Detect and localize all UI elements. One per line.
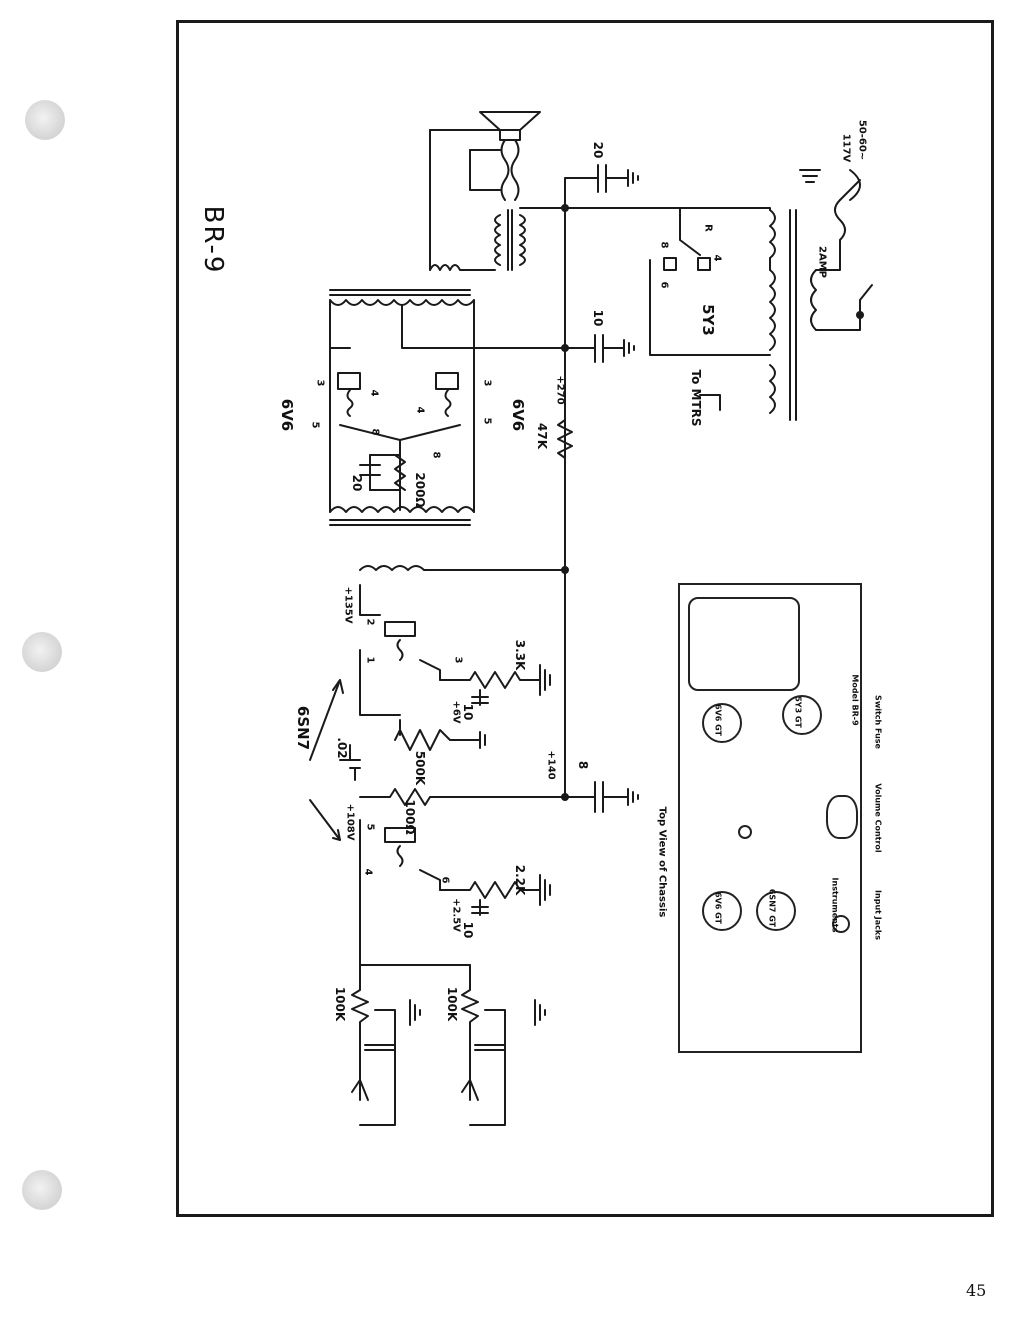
schematic-frame <box>176 20 994 1217</box>
tube-6v6-right-label: 6V6 <box>509 398 527 432</box>
tube-6v6-left-label: 6V6 <box>278 398 296 432</box>
chassis-transformer <box>688 597 800 691</box>
chassis-tube-6v6-a <box>702 703 742 743</box>
chassis-tube-6v6-b <box>702 891 742 931</box>
to-meters-label: To MTRS <box>689 369 703 427</box>
voltage-108-label: +108V <box>344 803 356 841</box>
tube-6v6-right <box>399 347 475 441</box>
punch-hole-bottom <box>22 1170 62 1210</box>
mains-input <box>799 169 873 331</box>
schematic-title: BR-9 <box>198 205 228 275</box>
bplus-bus <box>561 204 681 801</box>
pin-label-R: R <box>702 224 714 232</box>
chassis-tube-5y3-label: 5Y3 GT <box>793 696 803 728</box>
punch-hole-middle <box>22 632 62 672</box>
pin-label-5c: 5 <box>364 823 376 831</box>
chassis-tube-6v6-b-label: 6V6 GT <box>713 892 723 924</box>
chassis-switch-fuse-label: Switch Fuse <box>873 695 883 749</box>
resistor-2-2k-label: 2.2K <box>513 864 527 896</box>
mains-voltage-label: 117V <box>840 133 852 163</box>
pin-label-5a: 5 <box>309 421 321 429</box>
volume-potentiometer <box>394 719 486 751</box>
pin-label-6: 6 <box>439 876 451 884</box>
pin-label-3b: 3 <box>481 379 493 387</box>
pin-label-4b: 4 <box>414 406 426 414</box>
tube-5y3-label: 5Y3 <box>699 304 717 336</box>
chassis-tube-6sn7-label: 6SN7 GT <box>767 888 777 928</box>
capacitor-20-label-b: 20 <box>591 141 605 159</box>
tube-6sn7-label: 6SN7 <box>294 705 312 751</box>
resistor-47k <box>557 419 573 459</box>
pin-label-6b: 6 <box>658 281 670 289</box>
capacitor-10-label-c: 10 <box>461 921 475 939</box>
tube-6v6-left <box>329 347 401 441</box>
resistor-3-3k-label: 3.3K <box>513 639 527 671</box>
chassis-mount-hole <box>738 825 752 839</box>
capacitor-02-label: .02 <box>335 737 349 759</box>
voltage-140-label: +140 <box>545 750 557 780</box>
tube-6sn7-section-b <box>359 819 551 966</box>
punch-hole-top <box>25 100 65 140</box>
tube-label-arrows <box>309 679 344 841</box>
resistor-100-label: 100Ω <box>403 799 417 835</box>
voltage-270-label: +270 <box>554 375 566 405</box>
coupling-capacitor-02 <box>339 744 361 781</box>
pin-label-8b: 8 <box>430 451 442 459</box>
chassis-tube-5y3 <box>782 695 822 735</box>
fuse-label: 2AMP <box>816 246 828 278</box>
cathode-network <box>359 439 406 511</box>
chassis-volume-control-label: Volume Control <box>873 783 883 853</box>
pin-label-8c: 8 <box>658 241 670 249</box>
pin-label-1: 1 <box>364 656 376 664</box>
capacitor-8-label: 8 <box>576 760 590 770</box>
pin-label-3c: 3 <box>452 656 464 664</box>
pin-label-2: 2 <box>364 618 376 626</box>
pin-label-3a: 3 <box>314 379 326 387</box>
output-transformer <box>429 129 566 271</box>
capacitor-10-label-b: 10 <box>461 703 475 721</box>
tube-6sn7-section-a <box>359 584 551 716</box>
resistor-200-label: 200Ω <box>413 472 427 508</box>
filter-capacitor-8 <box>564 781 639 813</box>
chassis-tube-6sn7 <box>756 891 796 931</box>
pin-label-4a: 4 <box>368 389 380 397</box>
resistor-500k-label: 500K <box>413 750 427 786</box>
filter-capacitor-20 <box>564 164 639 209</box>
voltage-2-5-label: +2.5V <box>450 898 462 932</box>
mains-frequency-label: 50-60~ <box>856 119 868 161</box>
speaker-symbol <box>469 111 541 201</box>
voltage-135-label: +135V <box>342 586 354 624</box>
resistor-100k-b-label: 100K <box>445 986 459 1022</box>
interstage-coil <box>359 565 566 571</box>
voltage-6-label: +6V <box>450 700 462 724</box>
filter-capacitor-10 <box>564 334 635 363</box>
resistor-100k-a-label: 100K <box>333 986 347 1022</box>
chassis-top-view <box>678 583 862 1053</box>
chassis-input-jacks-label: Input Jacks <box>873 890 883 940</box>
input-section <box>351 964 546 1126</box>
capacitor-20-label-a: 20 <box>350 474 364 492</box>
resistor-100k-plate <box>359 788 566 806</box>
chassis-model-label: Model BR-9 <box>850 674 860 726</box>
chassis-input-jacks <box>832 915 850 933</box>
pin-label-4d: 4 <box>711 254 723 262</box>
chassis-tube-6v6-a-label: 6V6 GT <box>713 704 723 736</box>
pin-label-4c: 4 <box>362 868 374 876</box>
pin-label-5b: 5 <box>481 417 493 425</box>
chassis-instruments-label: Instruments <box>830 877 840 933</box>
chassis-caption: Top View of Chassis <box>656 806 668 918</box>
chassis-volume-knob <box>826 795 858 839</box>
capacitor-10-label-a: 10 <box>591 309 605 327</box>
resistor-47k-label: 47K <box>535 423 549 449</box>
power-transformer <box>649 207 817 421</box>
push-pull-transformer <box>329 289 566 526</box>
page-number: 45 <box>966 1281 987 1300</box>
pin-label-8a: 8 <box>369 428 381 436</box>
